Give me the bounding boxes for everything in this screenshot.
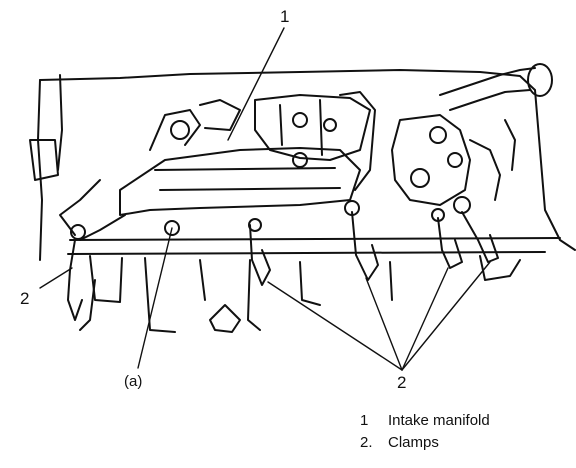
engine-block-outline xyxy=(29,69,576,333)
leader-line-2-clamp-2 xyxy=(365,277,403,371)
legend-item: 1 Intake manifold xyxy=(360,409,490,431)
legend-text: Intake manifold xyxy=(388,411,490,429)
leader-line-2-clamp-4 xyxy=(401,261,491,371)
leader-line-1 xyxy=(227,27,285,141)
leader-line-a xyxy=(137,227,173,369)
legend-text: Clamps xyxy=(388,433,439,451)
clamp-hooks xyxy=(67,211,499,321)
legend: 1 Intake manifold 2. Clamps xyxy=(360,409,490,453)
legend-number: 1 xyxy=(360,411,369,429)
legend-item: 2. Clamps xyxy=(360,431,490,453)
legend-number: 2. xyxy=(360,433,373,451)
leader-lines xyxy=(39,27,491,371)
right-side-components xyxy=(391,63,553,222)
intake-manifold xyxy=(59,91,376,241)
leader-line-2-left xyxy=(39,267,73,289)
callout-2-bottom: 2 xyxy=(397,373,407,392)
callout-2-left: 2 xyxy=(20,289,30,308)
callout-a: (a) xyxy=(124,373,143,390)
leader-line-2-clamp-3 xyxy=(401,267,449,371)
leader-line-2-clamp-1 xyxy=(267,281,403,371)
callout-1: 1 xyxy=(280,7,290,26)
